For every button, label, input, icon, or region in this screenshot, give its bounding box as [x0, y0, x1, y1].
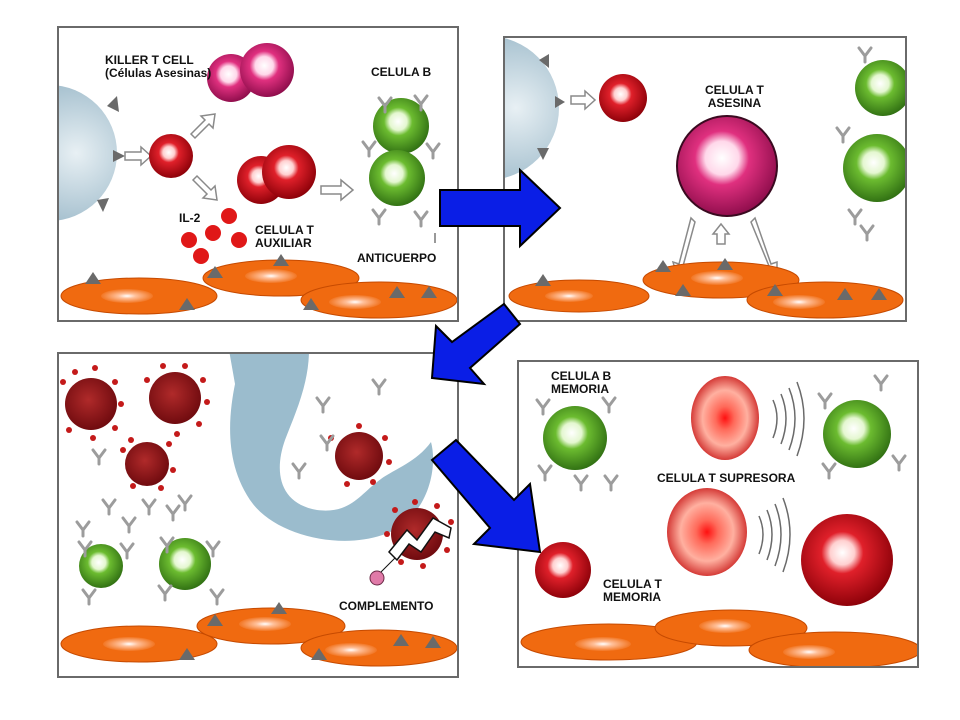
b-cell-label: CELULA B	[371, 65, 432, 79]
b-cells	[361, 94, 441, 228]
antigen-presenting-cell	[505, 38, 565, 178]
b-cells	[835, 46, 905, 242]
memory-b-cell	[535, 396, 619, 492]
killer-t-cell	[676, 115, 778, 217]
suppressor-t-cell-label: CELULA T SUPRESORA	[657, 471, 796, 485]
antigen-presenting-cell	[59, 85, 125, 221]
b-cells	[77, 536, 225, 606]
outline-arrows	[124, 113, 355, 202]
t-cell-red	[599, 74, 647, 122]
tissue-cells	[60, 602, 457, 667]
antibody-label: ANTICUERPO	[357, 251, 437, 265]
outline-arrow	[570, 89, 597, 111]
il2-label: IL-2	[179, 211, 201, 225]
memory-t-cell	[535, 542, 591, 598]
phagocyte	[229, 354, 434, 541]
panel-activation: KILLER T CELL(Células Asesinas) CELULA B…	[57, 26, 459, 322]
tissue-cells	[520, 609, 917, 666]
signal-waves	[758, 381, 805, 573]
target-b-cell	[817, 374, 907, 480]
complement-label: COMPLEMENTO	[339, 599, 434, 613]
killer-t-cell-label: KILLER T CELL(Células Asesinas)	[105, 53, 212, 80]
infected-cells	[60, 363, 392, 491]
t-cell-red	[149, 134, 193, 178]
il2-particles	[181, 208, 247, 264]
suppressor-t-cells	[667, 376, 759, 576]
killer-t-cells	[207, 43, 294, 102]
tissue-cells	[508, 258, 904, 319]
panel-antibody-attack: COMPLEMENTO	[57, 352, 459, 678]
tissue-cells	[60, 254, 457, 319]
helper-t-cells	[237, 145, 316, 204]
target-t-cell	[801, 514, 893, 606]
